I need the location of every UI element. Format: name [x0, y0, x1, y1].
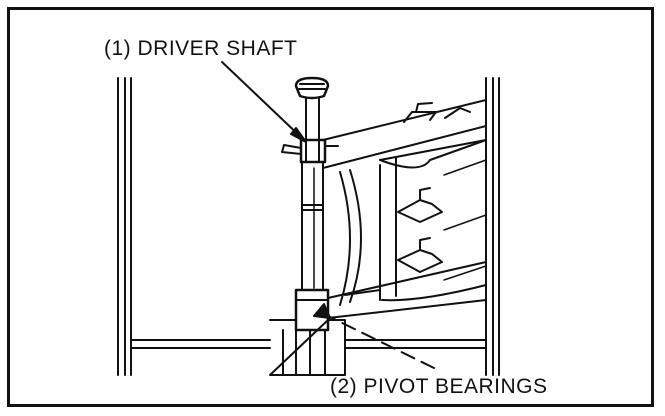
frame-bracket-upper: [397, 187, 443, 223]
figure-border: [7, 7, 654, 407]
left-wall-post: [117, 77, 132, 376]
frame-hatching: [443, 159, 487, 281]
shaft-collar: [281, 138, 339, 164]
frame-bracket-lower: [397, 237, 443, 273]
driver-shaft-label: (1) DRIVER SHAFT: [104, 37, 298, 60]
upper-arm: [322, 99, 487, 169]
lower-arm: [327, 261, 487, 319]
base-block: [269, 319, 346, 376]
pivot-bearings-leader: [313, 303, 435, 369]
pivot-bearings-label: (2) PIVOT BEARINGS: [330, 375, 548, 398]
shaft-knob: [294, 76, 330, 100]
driver-shaft-leader: [221, 61, 307, 143]
main-column: [301, 161, 324, 291]
right-wall-post: [485, 77, 500, 376]
driver-shaft: [305, 97, 320, 163]
floor-lines: [130, 339, 487, 349]
pivot-bearing-block: [294, 288, 330, 332]
curved-frame: [339, 139, 487, 306]
